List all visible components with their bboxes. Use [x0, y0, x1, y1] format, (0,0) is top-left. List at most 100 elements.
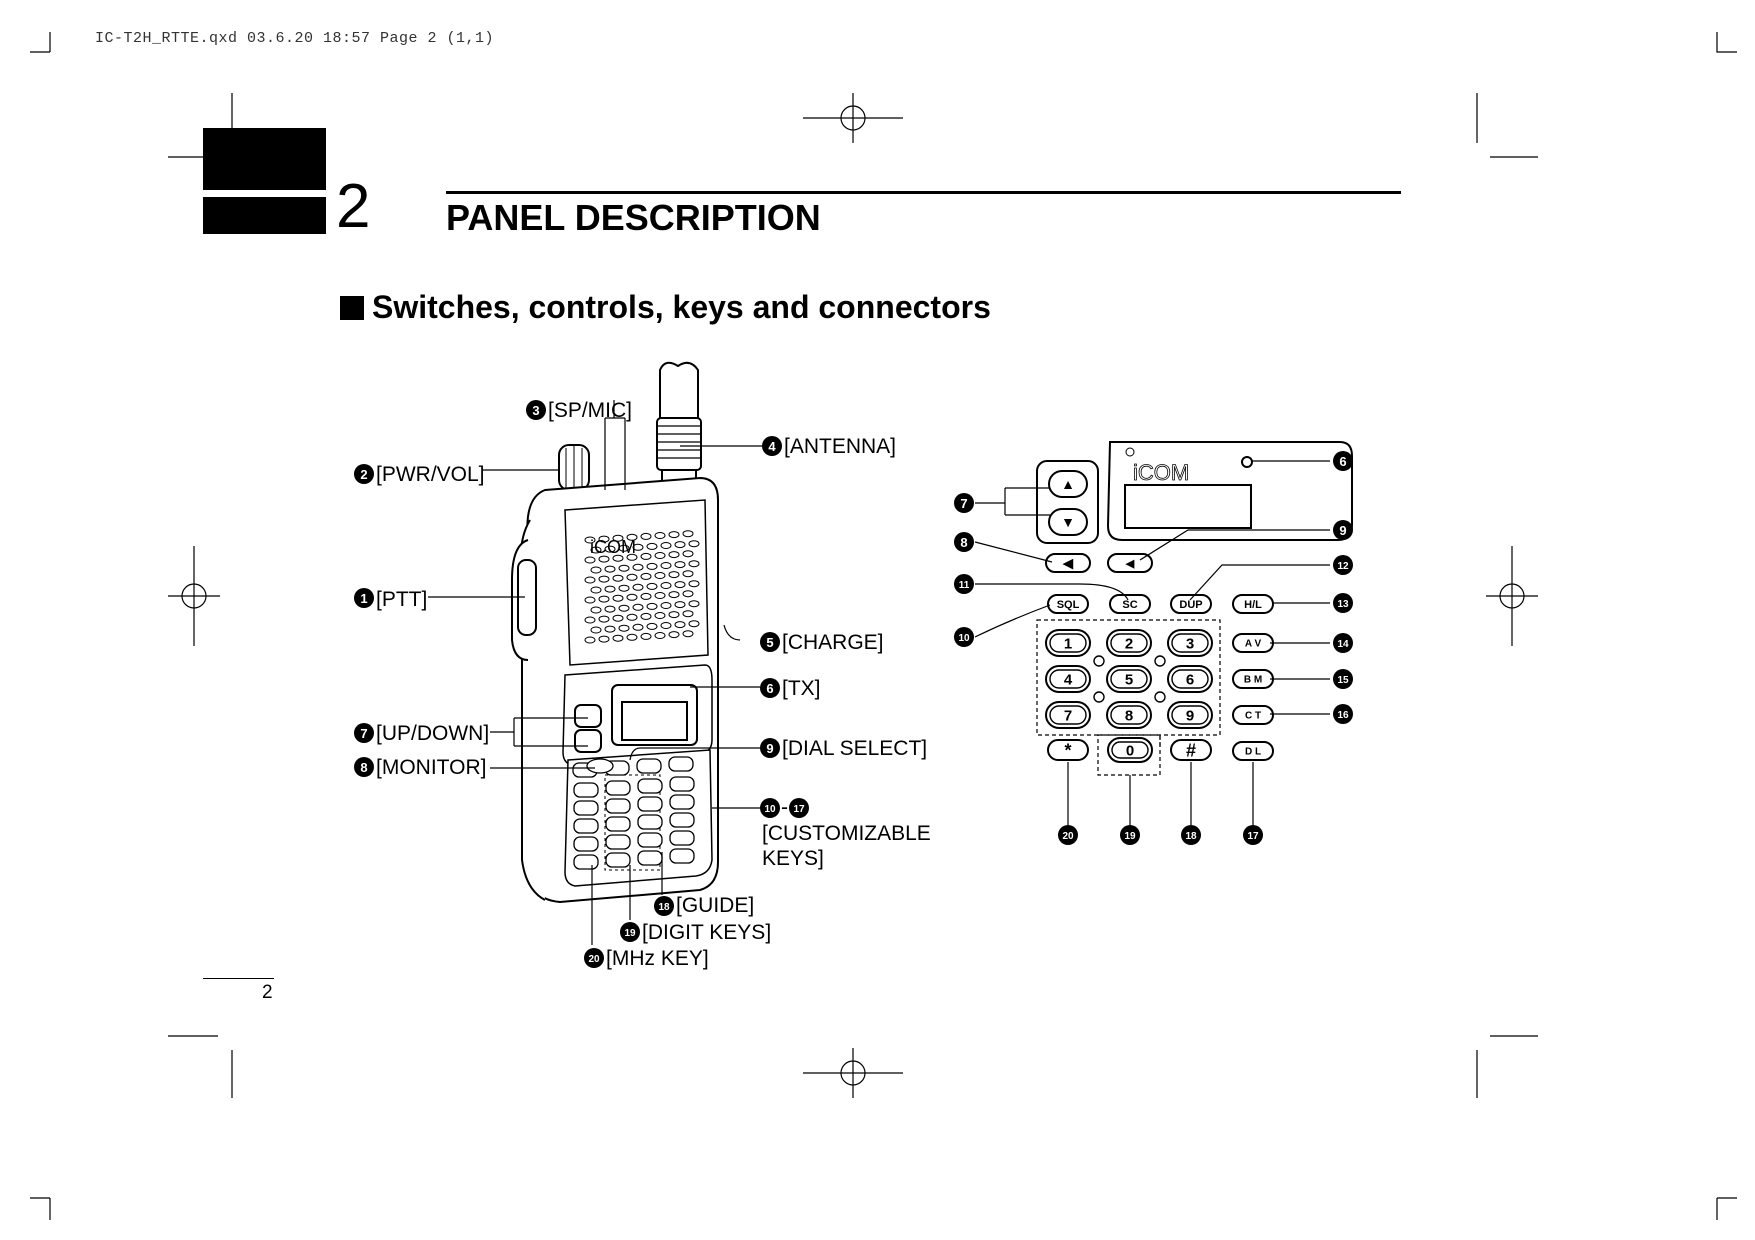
digit-key-0-label: 0 — [1126, 742, 1134, 759]
speaker-hole — [640, 592, 652, 600]
speaker-grille — [584, 530, 700, 644]
section-title: Switches, controls, keys and connectors — [372, 289, 991, 325]
svg-text:8: 8 — [360, 760, 367, 775]
speaker-hole — [654, 592, 666, 599]
digit-key-6-label: 6 — [1186, 671, 1194, 688]
side-key-ct[interactable]: C T — [1232, 705, 1274, 725]
svg-text:[TX]: [TX] — [782, 677, 821, 700]
radio-key — [669, 794, 695, 810]
circled-number-9 — [760, 738, 780, 758]
speaker-hole — [590, 566, 602, 574]
svg-text:16: 16 — [1337, 710, 1349, 721]
key-hl[interactable]: H/L — [1232, 594, 1274, 614]
circled-number-13-right: 13 — [1333, 593, 1353, 613]
speaker-hole — [626, 573, 638, 581]
radio-logo: iCOM — [590, 537, 636, 557]
speaker-hole — [612, 534, 624, 542]
key-sql[interactable]: SQL — [1047, 594, 1089, 614]
svg-text:12: 12 — [1337, 561, 1349, 572]
monitor-key[interactable]: ◀ — [1045, 553, 1091, 573]
side-key-av[interactable]: A V — [1232, 633, 1274, 653]
speaker-hole — [668, 591, 680, 599]
keypad-dot — [1093, 691, 1105, 703]
svg-text:[PWR/VOL]: [PWR/VOL] — [376, 463, 485, 486]
keypad-dot — [1154, 691, 1166, 703]
radio-key — [573, 782, 599, 798]
circled-number-20 — [584, 948, 604, 968]
digit-key-2[interactable]: 2 — [1106, 629, 1152, 657]
circled-number-17-right: 17 — [1243, 825, 1263, 845]
speaker-hole — [584, 616, 596, 624]
speaker-hole — [682, 550, 694, 558]
speaker-hole — [668, 531, 680, 539]
speaker-hole — [682, 630, 694, 638]
circled-number-18 — [654, 896, 674, 916]
side-key-dl[interactable]: D L — [1232, 741, 1274, 761]
radio-key — [669, 812, 695, 828]
circled-number-10 — [760, 798, 780, 818]
digit-key-6[interactable]: 6 — [1167, 665, 1213, 693]
digit-key-3[interactable]: 3 — [1167, 629, 1213, 657]
speaker-hole — [660, 562, 672, 569]
svg-text:4: 4 — [768, 439, 776, 454]
radio-key — [669, 830, 695, 846]
svg-text:KEYS]: KEYS] — [762, 847, 824, 870]
callout-lines-right — [974, 460, 1330, 825]
radio-key — [669, 776, 695, 792]
up-key[interactable]: ▲ — [1048, 470, 1088, 498]
dial-select-key[interactable]: ◀ — [1107, 553, 1153, 573]
speaker-hole — [584, 596, 596, 604]
callout-2-pwr-vol: 2 [PWR/VOL] — [354, 463, 485, 486]
svg-text:5: 5 — [766, 635, 773, 650]
svg-text:11: 11 — [959, 580, 970, 591]
digit-key-9-label: 9 — [1186, 707, 1194, 724]
digit-key-8[interactable]: 8 — [1106, 701, 1152, 729]
digit-key-9[interactable]: 9 — [1167, 701, 1213, 729]
svg-text:20: 20 — [1062, 831, 1074, 842]
speaker-hole — [612, 594, 624, 602]
key-sc[interactable]: SC — [1109, 594, 1151, 614]
svg-text:-: - — [781, 796, 788, 819]
down-key[interactable]: ▼ — [1048, 508, 1088, 536]
speaker-hole — [660, 582, 672, 589]
callout-7-up-down: 7 [UP/DOWN] — [354, 722, 489, 745]
circled-number-4 — [762, 436, 782, 456]
digit-key-0[interactable]: 0 — [1107, 737, 1153, 763]
svg-text:[PTT]: [PTT] — [376, 588, 427, 611]
digit-key-1[interactable]: 1 — [1045, 629, 1091, 657]
speaker-hole — [604, 625, 616, 633]
star-key-label: * — [1064, 740, 1071, 760]
section-square-icon — [340, 296, 364, 320]
speaker-hole — [618, 624, 630, 632]
digit-key-4[interactable]: 4 — [1045, 665, 1091, 693]
digit-key-5[interactable]: 5 — [1106, 665, 1152, 693]
section-heading: Switches, controls, keys and connectors — [340, 287, 991, 327]
speaker-hole — [668, 551, 680, 559]
svg-text:[UP/DOWN]: [UP/DOWN] — [376, 722, 489, 745]
circled-number-16-right: 16 — [1333, 704, 1353, 724]
circled-number-19 — [620, 922, 640, 942]
star-key[interactable]: * — [1047, 739, 1089, 761]
key-dup[interactable]: DUP — [1170, 594, 1212, 614]
speaker-hole — [682, 590, 694, 598]
digit-key-5-label: 5 — [1125, 671, 1133, 688]
svg-text:17: 17 — [1247, 831, 1259, 842]
hash-key[interactable]: # — [1170, 739, 1212, 761]
radio-key — [637, 850, 663, 866]
digit-key-7[interactable]: 7 — [1045, 701, 1091, 729]
radio-key — [637, 814, 663, 830]
svg-text:[DIAL SELECT]: [DIAL SELECT] — [782, 737, 927, 760]
radio-key — [573, 800, 599, 816]
svg-text:7: 7 — [960, 496, 967, 511]
side-key-bm[interactable]: B M — [1232, 669, 1274, 689]
radio-key — [668, 756, 694, 772]
speaker-hole — [612, 554, 624, 562]
callout-lines-left — [428, 400, 762, 945]
svg-text:[DIGIT KEYS]: [DIGIT KEYS] — [642, 921, 771, 944]
file-slug: IC-T2H_RTTE.qxd 03.6.20 18:57 Page 2 (1,… — [95, 30, 495, 47]
chapter-title: PANEL DESCRIPTION — [446, 197, 821, 238]
speaker-hole — [654, 552, 666, 559]
speaker-hole — [660, 542, 672, 549]
speaker-hole — [626, 633, 638, 641]
svg-text:1: 1 — [360, 591, 367, 606]
